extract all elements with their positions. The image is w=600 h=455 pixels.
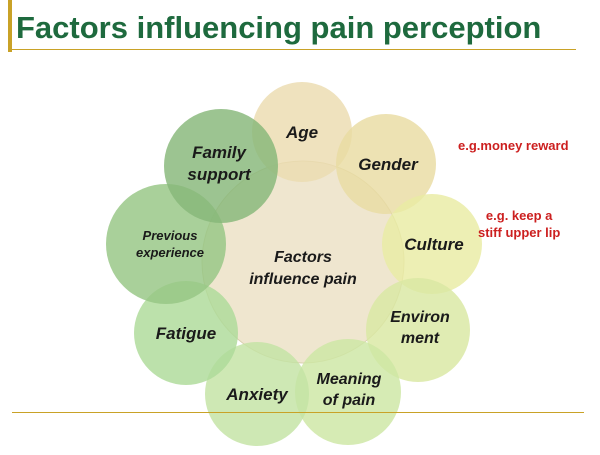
node-label-anxiety: Anxiety: [225, 385, 289, 404]
note-line: e.g. keep a: [485, 208, 553, 223]
note-line: e.g.money reward: [458, 138, 569, 153]
title-accent-bar: [8, 0, 12, 52]
note-money-reward: e.g.money reward: [458, 137, 569, 154]
title-underline: [8, 49, 576, 50]
footer-line: [12, 412, 584, 413]
note-stiff-upper-lip: e.g. keep a stiff upper lip: [478, 207, 560, 241]
node-circle-family-support: [164, 109, 278, 223]
node-circle-meaning-of-pain: [295, 339, 401, 445]
node-label-fatigue: Fatigue: [156, 324, 216, 343]
note-line: stiff upper lip: [478, 225, 561, 240]
node-circle-anxiety: [205, 342, 309, 446]
node-circle-gender: [336, 114, 436, 214]
slide-title: Factors influencing pain perception: [16, 10, 542, 45]
node-circle-environment: [366, 278, 470, 382]
node-circle-culture: [382, 194, 482, 294]
node-label-age: Age: [285, 123, 318, 142]
node-circle-fatigue: [134, 281, 238, 385]
node-label-culture: Culture: [404, 235, 464, 254]
node-label-gender: Gender: [358, 155, 419, 174]
